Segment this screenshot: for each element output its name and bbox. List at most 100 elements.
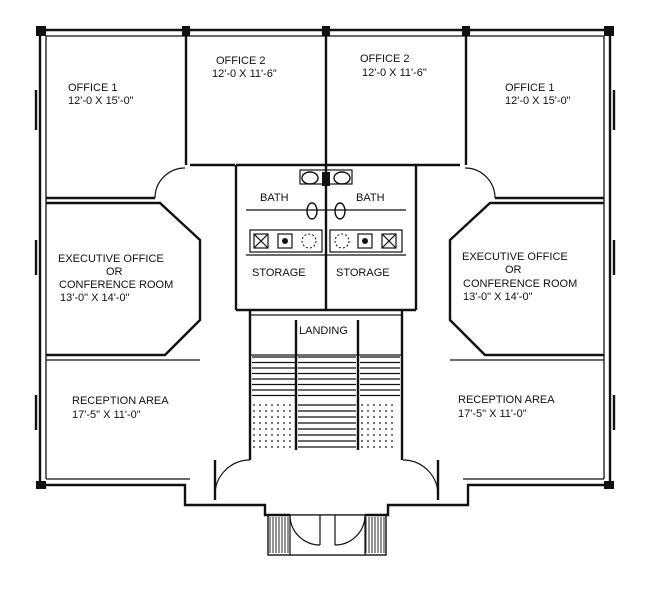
office-1-left-size: 12'-0 X 15'-0" bbox=[68, 95, 134, 107]
floor-dot bbox=[361, 410, 363, 412]
floor-dot bbox=[373, 410, 375, 412]
floor-dot bbox=[259, 410, 261, 412]
floor-dot bbox=[391, 422, 393, 424]
floor-dot bbox=[385, 446, 387, 448]
floor-dot bbox=[277, 440, 279, 442]
floor-dot bbox=[367, 422, 369, 424]
storage-cabinets bbox=[249, 229, 403, 253]
floor-dot bbox=[289, 428, 291, 430]
floor-dot bbox=[289, 416, 291, 418]
floor-dot bbox=[253, 410, 255, 412]
floor-dot bbox=[379, 440, 381, 442]
floor-dot bbox=[277, 416, 279, 418]
floor-dot bbox=[367, 440, 369, 442]
landing-label: LANDING bbox=[299, 325, 348, 337]
floor-dot bbox=[283, 410, 285, 412]
floor-dot bbox=[391, 410, 393, 412]
floor-dot bbox=[253, 422, 255, 424]
floor-dot bbox=[361, 428, 363, 430]
floor-dot bbox=[379, 416, 381, 418]
floor-dot bbox=[379, 404, 381, 406]
floor-dot bbox=[385, 440, 387, 442]
exec-right-line2: OR bbox=[505, 264, 522, 276]
floor-dot bbox=[361, 416, 363, 418]
floor-dot bbox=[379, 410, 381, 412]
room-labels: OFFICE 1 12'-0 X 15'-0" OFFICE 2 12'-0 X… bbox=[58, 53, 577, 421]
floor-dot bbox=[391, 428, 393, 430]
floor-dot bbox=[385, 428, 387, 430]
office-2-right-size: 12'-0 X 11'-6" bbox=[362, 67, 427, 79]
floor-dot bbox=[379, 446, 381, 448]
floor-dot bbox=[385, 422, 387, 424]
floor-dot bbox=[373, 446, 375, 448]
floor-dot bbox=[271, 404, 273, 406]
floor-dot bbox=[373, 422, 375, 424]
floor-dot bbox=[289, 404, 291, 406]
exec-left-line3: CONFERENCE ROOM bbox=[59, 279, 173, 291]
floor-dot bbox=[283, 422, 285, 424]
floor-dot bbox=[391, 416, 393, 418]
floor-dot bbox=[271, 440, 273, 442]
floor-dot bbox=[283, 404, 285, 406]
floor-dot bbox=[361, 434, 363, 436]
floor-dot bbox=[283, 440, 285, 442]
floor-dot bbox=[265, 404, 267, 406]
floor-dot bbox=[373, 428, 375, 430]
exec-left-size: 13'-0" X 14'-0" bbox=[60, 292, 130, 304]
floor-dot bbox=[265, 434, 267, 436]
floor-dot bbox=[379, 434, 381, 436]
floor-dot bbox=[385, 434, 387, 436]
reception-left-size: 17'-5" X 11'-0" bbox=[72, 409, 141, 421]
floor-dot bbox=[271, 416, 273, 418]
floor-dot bbox=[265, 422, 267, 424]
floor-dot bbox=[259, 422, 261, 424]
exterior-walls bbox=[34, 26, 616, 517]
floor-dot bbox=[253, 446, 255, 448]
interior-walls bbox=[46, 36, 604, 500]
floor-dot bbox=[289, 446, 291, 448]
floor-dot bbox=[373, 416, 375, 418]
floor-dot bbox=[373, 434, 375, 436]
floor-dot bbox=[283, 434, 285, 436]
floor-dot bbox=[253, 404, 255, 406]
office-2-left-size: 12'-0 X 11'-6" bbox=[212, 68, 277, 80]
floor-dot bbox=[391, 440, 393, 442]
floor-dot bbox=[373, 440, 375, 442]
floor-dot bbox=[259, 428, 261, 430]
floor-dot bbox=[265, 416, 267, 418]
floor-dot bbox=[259, 404, 261, 406]
floor-dot bbox=[289, 410, 291, 412]
floor-dot bbox=[277, 446, 279, 448]
floor-dot bbox=[265, 428, 267, 430]
floor-dot bbox=[259, 440, 261, 442]
storage-left-label: STORAGE bbox=[252, 267, 306, 279]
floor-dot bbox=[277, 404, 279, 406]
floor-dot bbox=[277, 422, 279, 424]
floor-dot bbox=[265, 446, 267, 448]
entry-doors bbox=[154, 167, 496, 496]
office-1-right-name: OFFICE 1 bbox=[505, 82, 555, 94]
floor-dot bbox=[367, 434, 369, 436]
floor-dot bbox=[385, 416, 387, 418]
floor-dot bbox=[379, 428, 381, 430]
floor-dot bbox=[367, 410, 369, 412]
floor-dot bbox=[259, 446, 261, 448]
floor-dot bbox=[367, 404, 369, 406]
floor-dot bbox=[283, 416, 285, 418]
floor-dot bbox=[391, 404, 393, 406]
floor-dot bbox=[253, 440, 255, 442]
reception-left-name: RECEPTION AREA bbox=[72, 395, 169, 407]
floor-dot bbox=[271, 428, 273, 430]
office-2-left-name: OFFICE 2 bbox=[216, 55, 266, 67]
floor-dot bbox=[385, 404, 387, 406]
floor-dot bbox=[253, 416, 255, 418]
floor-dot bbox=[277, 434, 279, 436]
exec-left-line2: OR bbox=[106, 266, 123, 278]
office-1-right-size: 12'-0 X 15'-0" bbox=[505, 95, 571, 107]
floor-dot bbox=[361, 440, 363, 442]
floor-dot bbox=[385, 410, 387, 412]
exec-left-line1: EXECUTIVE OFFICE bbox=[58, 253, 164, 265]
floor-dot bbox=[259, 416, 261, 418]
floor-dot bbox=[391, 446, 393, 448]
